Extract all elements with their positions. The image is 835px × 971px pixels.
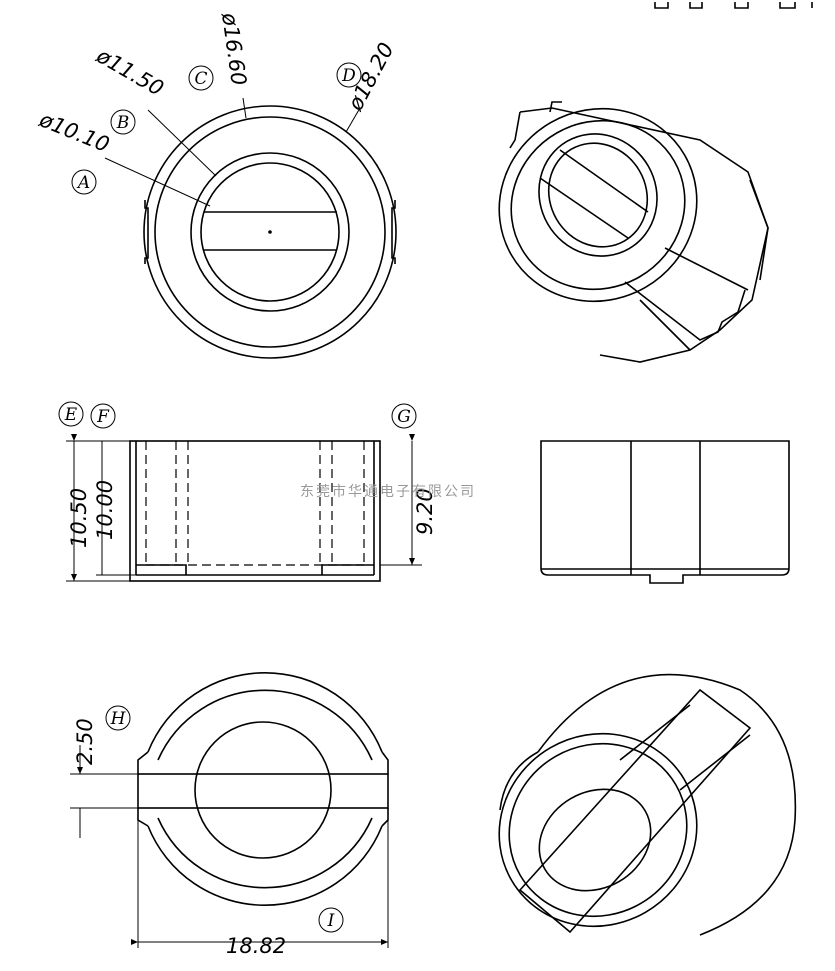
bottom-view: 2.50 18.82 H I <box>70 672 389 958</box>
iso1-rim <box>749 179 769 281</box>
watermark: 东莞市华通电子有限公司 <box>300 483 476 500</box>
svg-text:H: H <box>110 709 127 729</box>
svg-text:B: B <box>116 113 130 133</box>
dim-g-label: 9.20 <box>413 488 437 535</box>
dim-f-label: 10.00 <box>93 480 117 540</box>
isometric-view-1 <box>498 101 769 363</box>
svg-text:D: D <box>341 66 356 86</box>
dim-h-label: 2.50 <box>73 718 97 765</box>
tag-e: E <box>58 401 84 427</box>
tag-i: I <box>318 907 344 933</box>
bottom-bar <box>137 773 389 809</box>
iso1-core-inner <box>547 142 649 248</box>
svg-text:G: G <box>397 407 411 427</box>
iso2-front-outer <box>498 732 698 928</box>
circle-a <box>200 162 340 302</box>
tag-b: B <box>110 109 136 135</box>
svg-text:C: C <box>194 69 207 89</box>
iso1-front-outer <box>498 107 698 303</box>
tag-g: G <box>391 403 417 429</box>
circle-b <box>190 152 350 312</box>
iso1-bar-side <box>624 281 746 341</box>
iso1-notch <box>509 101 562 149</box>
iso1-slot <box>539 149 649 239</box>
tag-f: F <box>90 403 116 429</box>
svg-text:F: F <box>96 407 110 427</box>
bottom-arc-top <box>147 672 383 753</box>
svg-text:A: A <box>76 173 90 193</box>
leader-b <box>147 109 217 177</box>
bottom-core <box>194 721 332 859</box>
side-view: 10.50 10.00 9.20 E F G <box>58 401 437 582</box>
notch-right <box>391 200 396 264</box>
isometric-view-2 <box>498 673 797 936</box>
iso2-core <box>538 788 652 892</box>
iso2-bar <box>518 688 752 934</box>
side-feet <box>136 564 374 575</box>
tag-h: H <box>105 705 131 731</box>
iso1-front-inner <box>510 119 686 291</box>
tag-c: C <box>188 65 214 91</box>
circle-c <box>154 116 386 348</box>
side-body <box>129 440 381 582</box>
iso1-bar-top <box>639 247 749 351</box>
tag-a: A <box>71 169 97 195</box>
front-elevation <box>540 440 790 584</box>
leader-c <box>242 97 247 119</box>
bottom-arc-bottom <box>147 825 383 906</box>
dim-a-label: ø10.10 <box>35 107 113 157</box>
elevation-outline <box>540 440 790 584</box>
svg-text:I: I <box>327 911 335 931</box>
notch-left <box>144 200 149 264</box>
iso1-core-outer <box>538 133 658 257</box>
svg-text:E: E <box>64 405 78 425</box>
iso2-body <box>537 673 797 936</box>
leader-d <box>345 107 361 133</box>
dim-i-label: 18.82 <box>226 934 286 958</box>
top-view: ø10.10 ø11.50 ø16.60 ø18.20 A B C D <box>35 10 399 359</box>
center-point <box>268 230 272 234</box>
dim-b-label: ø11.50 <box>92 43 168 101</box>
tag-d: D <box>336 62 362 88</box>
dim-c-label: ø16.60 <box>217 10 251 87</box>
corner-fragment <box>654 2 813 9</box>
iso1-body-outline <box>519 107 769 363</box>
outer-circle-d <box>143 105 397 359</box>
dim-e-label: 10.50 <box>67 488 91 548</box>
leader-a <box>104 157 211 207</box>
